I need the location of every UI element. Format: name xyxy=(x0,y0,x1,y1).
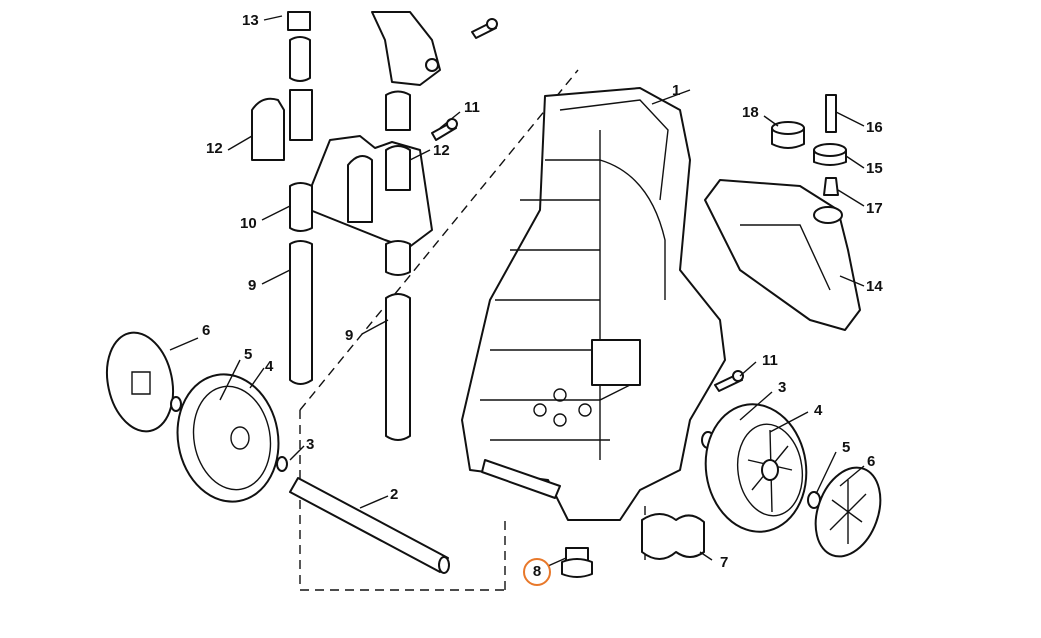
left-hubcap-6 xyxy=(106,331,174,433)
callout-3-left: 3 xyxy=(306,436,315,453)
callout-12-right: 12 xyxy=(433,142,450,159)
valve-17 xyxy=(823,177,839,196)
callout-7: 7 xyxy=(720,554,729,571)
screw-11-right xyxy=(714,370,744,392)
callout-18: 18 xyxy=(742,104,759,121)
callout-11-right: 11 xyxy=(762,352,778,369)
handle-cap-12-left xyxy=(251,89,313,161)
callout-14: 14 xyxy=(866,278,883,295)
cap-15 xyxy=(813,143,847,166)
handle-bracket-10 xyxy=(309,90,433,249)
detergent-tank-14 xyxy=(704,179,861,331)
callout-16: 16 xyxy=(866,119,883,136)
callout-6-right: 6 xyxy=(867,453,876,470)
callout-2: 2 xyxy=(390,486,399,503)
right-hubcap-6 xyxy=(814,466,882,558)
callout-10: 10 xyxy=(240,215,257,232)
callout-leader-lines xyxy=(169,15,865,567)
left-wheel-4 xyxy=(176,373,280,503)
pin-16 xyxy=(825,94,837,133)
callout-4-right: 4 xyxy=(814,402,823,419)
left-washer-3 xyxy=(276,456,288,472)
callout-9-right: 9 xyxy=(345,327,354,344)
handle-grip-13 xyxy=(287,11,441,86)
callout-12-left: 12 xyxy=(206,140,223,157)
foot-8 xyxy=(561,547,593,578)
callout-1: 1 xyxy=(672,82,681,99)
callout-11-top: 11 xyxy=(464,99,480,116)
callout-8-highlighted: 8 xyxy=(523,558,551,586)
screw-11-top xyxy=(431,18,498,141)
callout-5-right: 5 xyxy=(842,439,851,456)
axle-2 xyxy=(289,477,450,574)
left-washer-5 xyxy=(170,396,182,412)
callout-13: 13 xyxy=(242,12,259,29)
main-housing-1 xyxy=(461,87,726,521)
callout-15: 15 xyxy=(866,160,883,177)
handle-tubes-9 xyxy=(289,182,411,441)
callout-17: 17 xyxy=(866,200,883,217)
callout-9-left: 9 xyxy=(248,277,257,294)
hose-clip-7 xyxy=(641,513,705,560)
callout-5-left: 5 xyxy=(244,346,253,363)
callout-3-right: 3 xyxy=(778,379,787,396)
cap-18 xyxy=(771,121,805,149)
callout-6-left: 6 xyxy=(202,322,211,339)
right-wheel-4 xyxy=(704,403,808,533)
callout-4-left: 4 xyxy=(265,358,274,375)
